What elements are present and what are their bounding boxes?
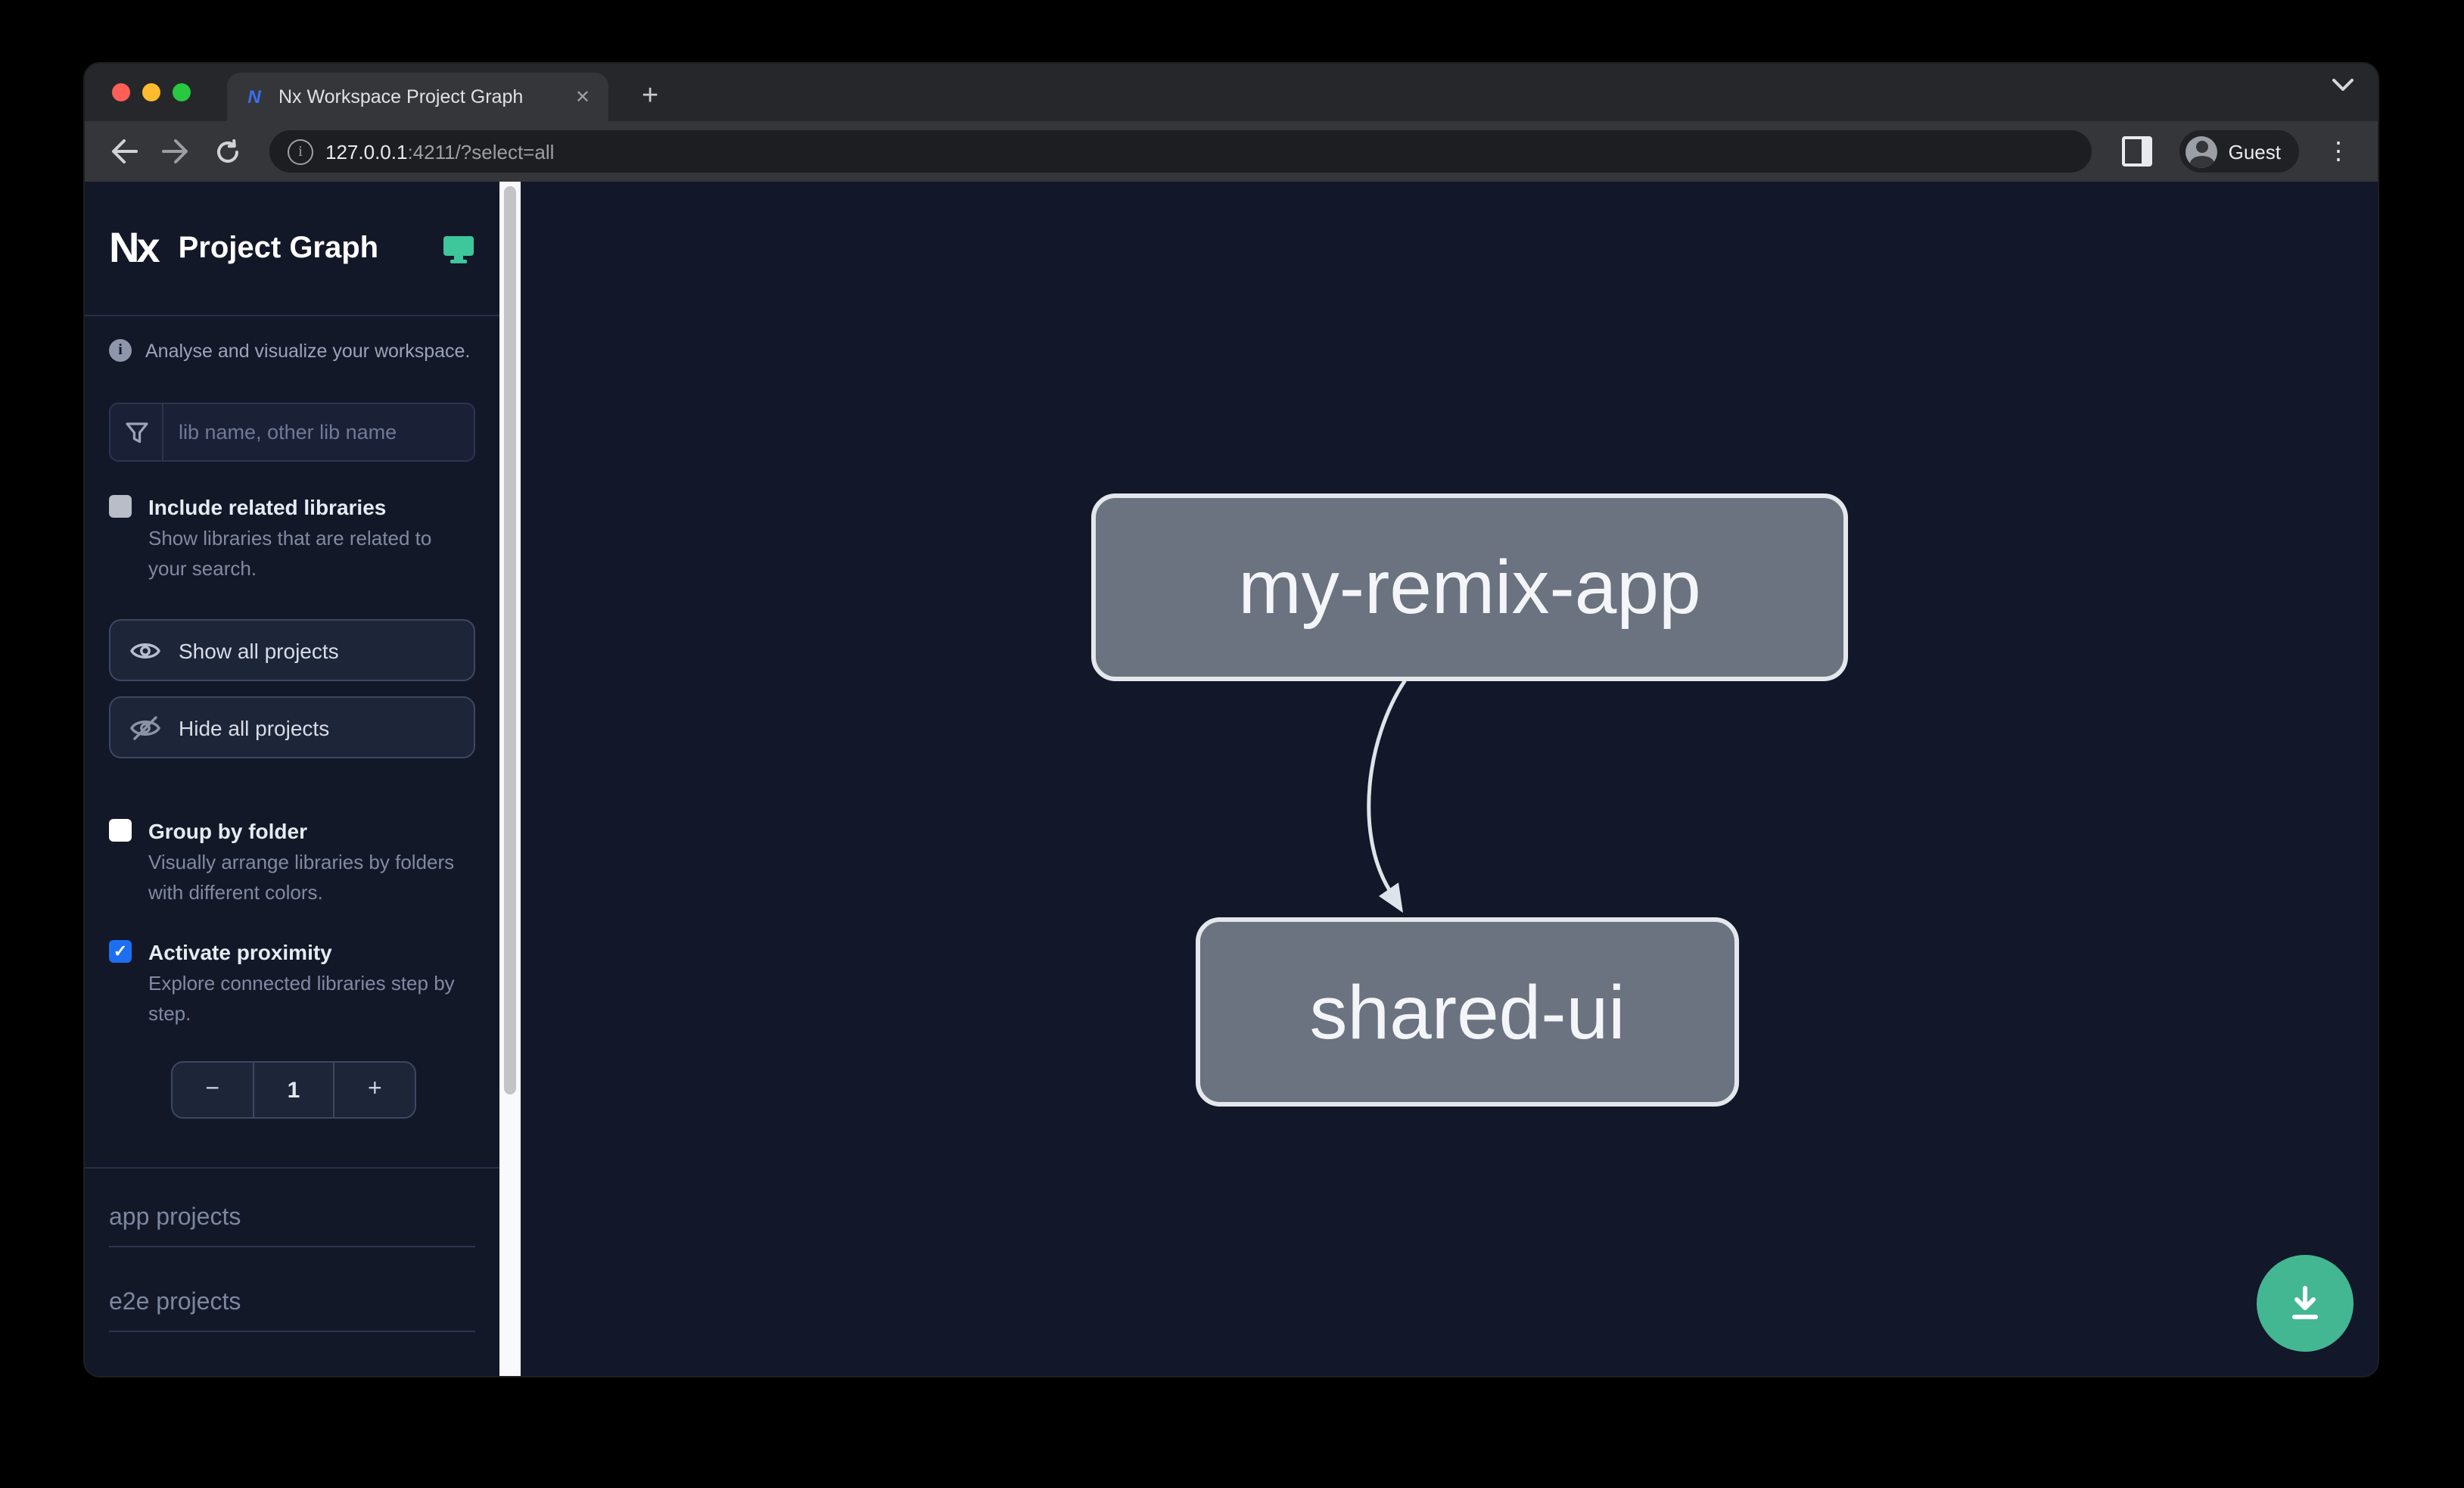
tagline-text: Analyse and visualize your workspace. <box>145 340 471 361</box>
page-content: Nx Project Graph i Analyse and visualize… <box>85 182 2378 1376</box>
back-icon[interactable] <box>103 130 145 173</box>
proximity-depth-stepper: − 1 + <box>171 1061 416 1119</box>
page-title: Project Graph <box>178 231 379 264</box>
reload-icon[interactable] <box>206 130 248 173</box>
filter-box <box>109 403 475 462</box>
window-controls <box>112 64 191 121</box>
section-e2e-projects: e2e projects <box>109 1290 475 1332</box>
new-tab-button[interactable]: + <box>642 80 659 112</box>
close-window-button[interactable] <box>112 83 130 101</box>
url-host: 127.0.0.1 <box>325 140 408 163</box>
tagline-row: i Analyse and visualize your workspace. <box>85 316 499 362</box>
activate-proximity-option[interactable]: ✓ Activate proximity Explore connected l… <box>109 937 475 1028</box>
download-graph-button[interactable] <box>2257 1255 2354 1352</box>
graph-canvas[interactable]: my-remix-app shared-ui <box>521 182 2378 1376</box>
tab-strip: N Nx Workspace Project Graph ✕ + <box>85 64 2378 121</box>
sidebar-header: Nx Project Graph <box>85 182 499 316</box>
decrement-button[interactable]: − <box>205 1076 219 1102</box>
url-path: :4211/?select=all <box>407 140 555 163</box>
dependency-edge <box>1367 679 1407 913</box>
hide-all-projects-label: Hide all projects <box>179 715 330 739</box>
activate-proximity-checkbox[interactable]: ✓ <box>109 940 132 963</box>
activate-proximity-description: Explore connected libraries step by step… <box>148 972 455 1024</box>
group-by-folder-checkbox[interactable] <box>109 819 132 842</box>
graph-node-shared-ui[interactable]: shared-ui <box>1196 917 1739 1107</box>
address-bar[interactable]: i 127.0.0.1:4211/?select=all <box>269 130 2092 173</box>
sidebar-scrollbar[interactable] <box>499 182 521 1376</box>
activate-proximity-label: Activate proximity <box>148 940 332 964</box>
funnel-icon <box>110 404 163 460</box>
eye-icon <box>130 640 160 661</box>
node-label: my-remix-app <box>1238 545 1701 630</box>
url-text: 127.0.0.1:4211/?select=all <box>325 140 554 163</box>
sidebar-divider <box>85 1167 499 1169</box>
show-all-projects-button[interactable]: Show all projects <box>109 619 475 681</box>
increment-button[interactable]: + <box>333 1063 415 1117</box>
group-by-folder-option[interactable]: Group by folder Visually arrange librari… <box>109 816 475 907</box>
fullscreen-window-button[interactable] <box>173 83 191 101</box>
profile-button[interactable]: Guest <box>2179 130 2299 173</box>
tab-nx-workspace[interactable]: N Nx Workspace Project Graph ✕ <box>227 73 608 121</box>
download-icon <box>2285 1284 2325 1323</box>
avatar-icon <box>2186 135 2218 167</box>
filter-input[interactable] <box>163 421 474 444</box>
sidebar: Nx Project Graph i Analyse and visualize… <box>85 182 499 1376</box>
depth-value: 1 <box>252 1063 333 1117</box>
side-panel-icon[interactable] <box>2122 136 2153 167</box>
check-icon: ✓ <box>113 943 128 961</box>
show-all-projects-label: Show all projects <box>179 638 339 662</box>
info-icon: i <box>109 339 132 362</box>
include-related-checkbox[interactable] <box>109 495 132 518</box>
node-label: shared-ui <box>1309 970 1626 1054</box>
profile-label: Guest <box>2228 140 2281 163</box>
tab-title: Nx Workspace Project Graph <box>278 86 524 107</box>
scrollbar-thumb[interactable] <box>504 186 516 1094</box>
forward-icon[interactable] <box>154 130 197 173</box>
nx-logo: Nx <box>109 224 160 271</box>
group-by-folder-description: Visually arrange libraries by folders wi… <box>148 851 455 903</box>
monitor-icon[interactable] <box>442 234 475 263</box>
edge-arrowhead-icon <box>1379 883 1403 913</box>
graph-node-my-remix-app[interactable]: my-remix-app <box>1091 493 1848 681</box>
browser-window: N Nx Workspace Project Graph ✕ + i 127.0 <box>85 64 2378 1376</box>
nx-favicon-icon: N <box>247 86 261 107</box>
hide-all-projects-button[interactable]: Hide all projects <box>109 696 475 758</box>
minimize-window-button[interactable] <box>142 83 160 101</box>
section-app-projects: app projects <box>109 1205 475 1247</box>
tab-close-icon[interactable]: ✕ <box>574 86 590 107</box>
browser-menu-icon[interactable]: ⋮ <box>2326 139 2350 165</box>
group-by-folder-label: Group by folder <box>148 819 307 843</box>
include-related-label: Include related libraries <box>148 495 387 519</box>
include-related-option[interactable]: Include related libraries Show libraries… <box>109 492 475 583</box>
site-info-icon[interactable]: i <box>288 139 313 164</box>
eye-off-icon <box>130 715 160 739</box>
browser-toolbar: i 127.0.0.1:4211/?select=all Guest ⋮ <box>85 121 2378 182</box>
include-related-description: Show libraries that are related to your … <box>148 527 432 579</box>
chevron-down-icon[interactable] <box>2332 79 2354 91</box>
